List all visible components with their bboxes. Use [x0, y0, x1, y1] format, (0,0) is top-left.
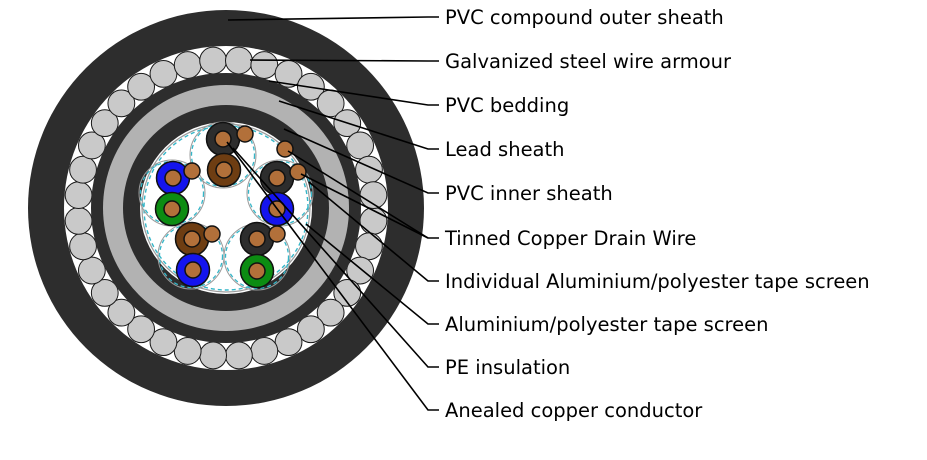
leader-drain-wire-b [300, 173, 429, 239]
leader-pvc-outer-sheath [227, 16, 439, 21]
armour-wire [69, 155, 97, 184]
label-pvc-inner-sheath: PVC inner sheath [445, 182, 613, 205]
armour-wire [316, 298, 345, 327]
armour-wire [250, 337, 279, 365]
armour-wire [77, 131, 106, 160]
pair-group-bottom-right [223, 221, 291, 291]
armour-wire [64, 181, 93, 210]
leader-pe-insulation [232, 147, 439, 368]
steel-wire-armour-ring [64, 46, 388, 370]
copper-conductor [248, 230, 266, 248]
tinned-copper-drain-wire [203, 225, 221, 243]
armour-wire [224, 341, 253, 370]
label-pe-insulation: PE insulation [445, 356, 570, 379]
copper-conductor [184, 261, 202, 279]
pair-group-bottom-left [157, 221, 225, 290]
leader-tape-screen [305, 223, 439, 325]
armour-wire [224, 46, 253, 75]
armour-wire [274, 328, 303, 357]
tinned-copper-drain-wire [268, 225, 286, 243]
inner-rings-layer [91, 73, 361, 343]
core-pairs-layer [138, 121, 314, 291]
leader-pvc-inner-sheath [283, 128, 439, 194]
leader-steel-wire-armour [249, 59, 439, 62]
label-pvc-outer-sheath: PVC compound outer sheath [445, 6, 724, 29]
label-lead-sheath: Lead sheath [445, 138, 565, 161]
tinned-copper-drain-wire [236, 125, 254, 143]
armour-wire [90, 278, 119, 307]
label-tape-screen: Aluminium/polyester tape screen [445, 313, 769, 336]
armour-wire [173, 337, 202, 365]
leader-lead-sheath [278, 100, 439, 150]
armour-wire [107, 298, 136, 327]
leader-individual-screen [308, 181, 439, 282]
armour-wire [127, 72, 156, 101]
tinned-copper-drain-wire [289, 163, 307, 181]
armour-wire [149, 328, 178, 357]
armour-wire [77, 256, 106, 285]
armour-wire [90, 109, 119, 138]
armour-wire [250, 51, 279, 79]
armour-wire [149, 59, 178, 88]
armour-wire [199, 341, 228, 370]
label-tinned-copper-drain-wire: Tinned Copper Drain Wire [444, 227, 696, 250]
armour-wire [173, 51, 202, 79]
copper-conductor [163, 200, 181, 218]
pair-group-left [138, 159, 206, 227]
leader-pvc-bedding [268, 80, 439, 106]
label-annealed-copper-conductor: Anealed copper conductor [445, 399, 703, 422]
armour-wire [69, 232, 97, 261]
copper-conductor [268, 169, 286, 187]
leader-lines-layer [226, 16, 439, 411]
copper-conductor [248, 262, 266, 280]
pair-group-top [189, 121, 257, 189]
leader-copper-conductor [226, 141, 439, 411]
armour-wire [359, 206, 388, 235]
copper-conductor [215, 161, 233, 179]
armour-wire [107, 89, 136, 118]
armour-wire [333, 278, 362, 307]
label-individual-tape-screen: Individual Aluminium/polyester tape scre… [445, 270, 870, 293]
label-pvc-bedding: PVC bedding [445, 94, 569, 117]
copper-conductor [164, 169, 182, 187]
armour-wire [355, 232, 383, 261]
tinned-copper-drain-wire [276, 140, 294, 158]
labels-layer: PVC compound outer sheath Galvanized ste… [444, 6, 870, 422]
armour-wire [127, 315, 156, 344]
armour-wire [64, 206, 93, 235]
armour-wire [346, 131, 375, 160]
label-steel-wire-armour: Galvanized steel wire armour [445, 50, 732, 73]
armour-wire [355, 155, 383, 184]
copper-conductor [183, 230, 201, 248]
armour-wire [296, 315, 325, 344]
tinned-copper-drain-wire [183, 162, 201, 180]
armour-wire [199, 46, 228, 75]
